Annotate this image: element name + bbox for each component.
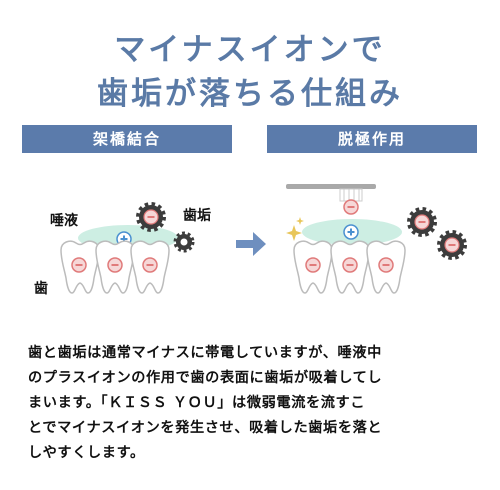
description-line: 歯と歯垢は通常マイナスに帯電していますが、唾液中: [28, 345, 382, 361]
tooth-label: 歯: [34, 281, 48, 297]
toothbrush-icon: [286, 184, 376, 202]
minus-ion-icon: [305, 257, 321, 273]
gear-icon: [176, 234, 192, 250]
minus-ion-icon: [71, 257, 87, 273]
panel-label-left: 架橋結合: [22, 125, 232, 153]
description: 歯と歯垢は通常マイナスに帯電していますが、唾液中 のプラスイオンの作用で歯の表面…: [28, 341, 474, 466]
mechanism-diagram: [60, 184, 500, 294]
minus-ion-icon: [378, 257, 394, 273]
minus-ion-icon: [107, 257, 123, 273]
panel-label-right: 脱極作用: [267, 125, 477, 153]
arrow-right-icon: [236, 232, 266, 256]
description-line: のプラスイオンの作用で歯の表面に歯垢が吸着してし: [28, 370, 383, 386]
gear-minus-icon: [139, 205, 163, 229]
title-line-1: マイナスイオンで: [114, 32, 386, 68]
minus-ion-icon: [343, 199, 359, 215]
description-line: まいます。「ＫＩＳＳ ＹＯＵ」は微弱電流を流すこ: [28, 395, 366, 411]
sparkle-icon: [286, 217, 304, 241]
gear-minus-icon: [410, 210, 434, 234]
plaque-label: 歯垢: [183, 208, 211, 224]
saliva-label: 唾液: [50, 213, 78, 229]
description-line: しやすくします。: [28, 445, 145, 461]
description-line: とでマイナスイオンを発生させ、吸着した歯垢を落と: [28, 420, 383, 436]
minus-ion-icon: [142, 257, 158, 273]
plus-ion-icon: [343, 224, 359, 240]
minus-ion-icon: [342, 257, 358, 273]
gear-minus-icon: [440, 233, 464, 257]
title-line-2: 歯垢が落ちる仕組み: [97, 76, 403, 112]
